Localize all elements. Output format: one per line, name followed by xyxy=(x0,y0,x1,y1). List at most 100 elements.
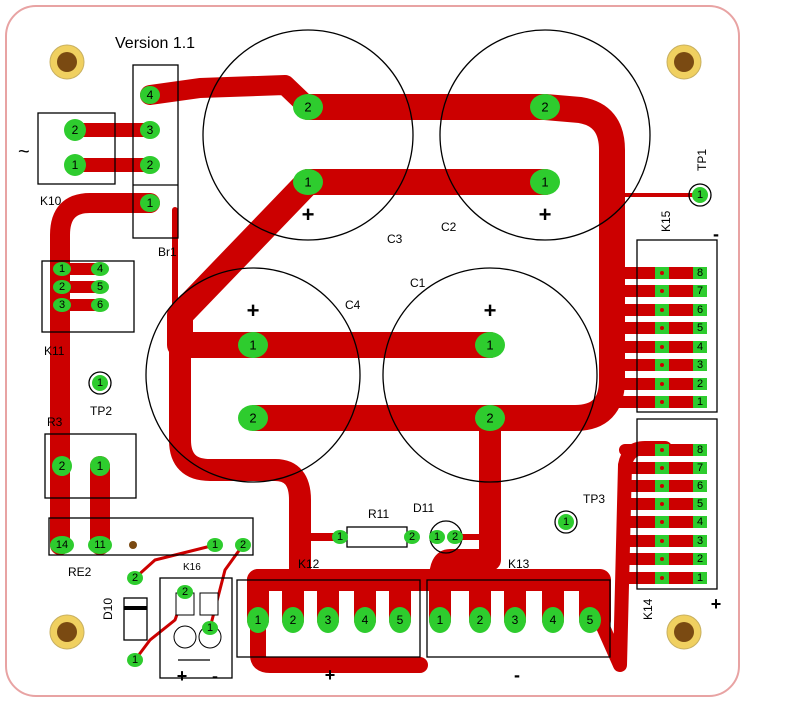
svg-text:+: + xyxy=(325,665,336,685)
svg-text:2: 2 xyxy=(697,378,703,390)
svg-text:2: 2 xyxy=(132,572,138,584)
svg-text:5: 5 xyxy=(587,613,594,627)
svg-text:2: 2 xyxy=(182,586,188,598)
svg-text:1: 1 xyxy=(255,613,262,627)
label-k12: K12 xyxy=(298,557,320,571)
svg-text:1: 1 xyxy=(563,516,569,528)
svg-text:2: 2 xyxy=(304,100,311,115)
label-k10: K10 xyxy=(40,194,62,208)
svg-text:+: + xyxy=(711,594,722,614)
svg-text:2: 2 xyxy=(541,100,548,115)
svg-text:6: 6 xyxy=(97,299,103,311)
svg-text:6: 6 xyxy=(697,304,703,316)
d10-outline xyxy=(123,597,148,641)
svg-text:4: 4 xyxy=(697,516,703,528)
k14-outline xyxy=(636,418,718,590)
label-br1: Br1 xyxy=(158,245,177,259)
k11-outline xyxy=(41,260,135,333)
k16-outline xyxy=(159,577,233,679)
svg-text:8: 8 xyxy=(697,267,703,279)
svg-text:2: 2 xyxy=(477,613,484,627)
c2-outline xyxy=(439,29,651,241)
c4-outline xyxy=(145,267,361,483)
label-r3: R3 xyxy=(47,415,63,429)
label-k16: K16 xyxy=(183,562,201,573)
svg-text:2: 2 xyxy=(72,123,79,137)
r3-outline xyxy=(44,433,137,499)
svg-text:4: 4 xyxy=(147,88,154,102)
svg-text:3: 3 xyxy=(59,299,65,311)
svg-text:+: + xyxy=(177,666,188,686)
svg-text:3: 3 xyxy=(512,613,519,627)
label-tp1: TP1 xyxy=(695,149,709,171)
k10-outline xyxy=(37,112,116,185)
svg-text:5: 5 xyxy=(697,322,703,334)
svg-text:-: - xyxy=(713,224,719,244)
svg-text:1: 1 xyxy=(59,263,65,275)
svg-text:2: 2 xyxy=(290,613,297,627)
k13-outline xyxy=(426,579,611,658)
re2-mark xyxy=(129,541,137,549)
svg-text:2: 2 xyxy=(452,531,458,543)
label-c4: C4 xyxy=(345,298,361,312)
svg-text:4: 4 xyxy=(550,613,557,627)
tp3-outline xyxy=(554,510,578,534)
svg-text:-: - xyxy=(212,666,218,686)
component-labels: Version 1.1 ~ K10 Br1 K11 TP2 R3 RE2 K16… xyxy=(18,35,709,620)
k15-outline xyxy=(636,239,718,413)
svg-text:+: + xyxy=(247,298,260,323)
label-re2: RE2 xyxy=(68,565,92,579)
c1-outline xyxy=(382,267,598,483)
mounting-holes xyxy=(49,44,702,650)
svg-text:1: 1 xyxy=(97,377,103,389)
svg-text:2: 2 xyxy=(59,281,65,293)
svg-text:1: 1 xyxy=(212,539,218,551)
label-c1: C1 xyxy=(410,276,426,290)
k12-outline xyxy=(236,579,421,658)
label-tp3: TP3 xyxy=(583,492,605,506)
svg-text:5: 5 xyxy=(397,613,404,627)
polarity-marks: + + + + + - + - + - xyxy=(177,202,722,686)
svg-text:+: + xyxy=(484,298,497,323)
br1-outline xyxy=(132,64,179,239)
c3-outline xyxy=(202,29,414,241)
svg-text:4: 4 xyxy=(362,613,369,627)
svg-text:+: + xyxy=(539,202,552,227)
svg-text:1: 1 xyxy=(541,175,548,190)
label-c3: C3 xyxy=(387,232,403,246)
svg-text:5: 5 xyxy=(697,498,703,510)
svg-text:1: 1 xyxy=(249,338,256,353)
svg-text:2: 2 xyxy=(240,539,246,551)
svg-text:3: 3 xyxy=(697,359,703,371)
svg-text:4: 4 xyxy=(697,341,703,353)
svg-text:3: 3 xyxy=(325,613,332,627)
label-d11: D11 xyxy=(413,501,434,515)
svg-text:1: 1 xyxy=(304,175,311,190)
label-d10: D10 xyxy=(101,598,115,620)
svg-text:2: 2 xyxy=(59,459,66,473)
pad-drills xyxy=(660,271,664,580)
svg-text:1: 1 xyxy=(97,459,104,473)
label-c2: C2 xyxy=(441,220,457,234)
svg-text:8: 8 xyxy=(697,444,703,456)
svg-text:2: 2 xyxy=(409,531,415,543)
svg-text:1: 1 xyxy=(437,613,444,627)
svg-text:2: 2 xyxy=(147,158,154,172)
svg-text:1: 1 xyxy=(697,572,703,584)
label-k15: K15 xyxy=(659,210,673,232)
label-tp2: TP2 xyxy=(90,404,112,418)
svg-text:14: 14 xyxy=(56,539,68,551)
label-tilde: ~ xyxy=(18,141,30,163)
svg-text:+: + xyxy=(302,202,315,227)
svg-text:1: 1 xyxy=(132,654,138,666)
tp1-outline xyxy=(688,183,712,207)
label-k14: K14 xyxy=(641,598,655,620)
svg-text:2: 2 xyxy=(486,411,493,426)
svg-text:1: 1 xyxy=(147,196,154,210)
svg-text:1: 1 xyxy=(434,531,440,543)
label-k11: K11 xyxy=(44,344,65,358)
svg-text:1: 1 xyxy=(337,531,343,543)
tp2-outline xyxy=(88,371,112,395)
svg-text:3: 3 xyxy=(697,535,703,547)
